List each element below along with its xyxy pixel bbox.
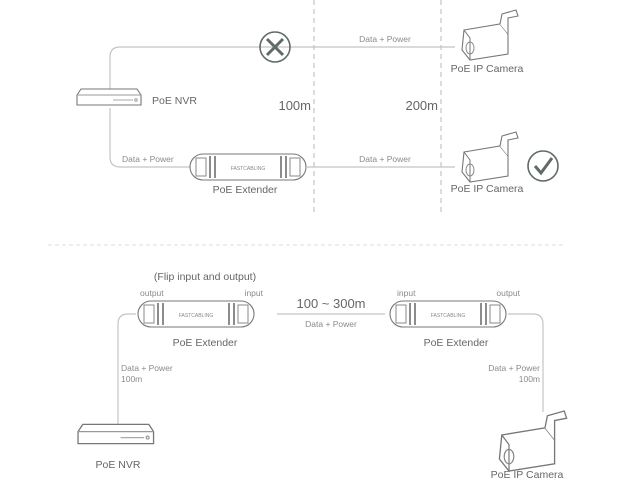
distance-200m: 200m — [405, 98, 438, 113]
ext2-input-label: input — [397, 288, 416, 298]
right-wire-distance: 100m — [519, 374, 540, 384]
ext1-input-label: input — [245, 288, 264, 298]
camera-bottom-section — [498, 410, 568, 472]
ext1-output-label: output — [140, 288, 164, 298]
direct-cable — [109, 46, 455, 92]
nvr-device-top — [76, 88, 142, 106]
camera-label-bottom: PoE IP Camera — [491, 469, 564, 480]
camera-top — [461, 9, 519, 61]
extender-1 — [137, 300, 255, 328]
x-circle-icon — [259, 31, 291, 63]
flip-note: (Flip input and output) — [154, 271, 256, 283]
wire-label-top: Data + Power — [359, 34, 411, 44]
check-circle-icon — [527, 150, 559, 182]
nvr-label-bottom: PoE NVR — [96, 459, 141, 471]
span-distance: 100 ~ 300m — [296, 296, 365, 311]
extender-label-top: PoE Extender — [213, 184, 278, 196]
ext2-output-label: output — [496, 288, 520, 298]
extender-1-label: PoE Extender — [173, 337, 238, 349]
wire-label-bottom: Data + Power — [359, 154, 411, 164]
span-label: Data + Power — [305, 319, 357, 329]
distance-100m: 100m — [278, 98, 311, 113]
nvr-extender-cable — [109, 108, 190, 168]
camera-bottom — [461, 131, 519, 183]
nvr-device-bottom — [77, 423, 155, 445]
left-wire-distance: 100m — [121, 374, 142, 384]
nvr-label-top: PoE NVR — [152, 95, 197, 107]
extender-top — [189, 153, 307, 181]
left-wire-label: Data + Power — [121, 363, 173, 373]
camera-bottom-label: PoE IP Camera — [451, 183, 524, 195]
extender2-camera-cable — [508, 313, 544, 412]
right-wire-label: Data + Power — [488, 363, 540, 373]
extender-2 — [389, 300, 507, 328]
wire-label-nvr: Data + Power — [122, 154, 174, 164]
nvr-extender1-cable — [117, 313, 136, 424]
extender-2-label: PoE Extender — [424, 337, 489, 349]
camera-top-label: PoE IP Camera — [451, 63, 524, 75]
